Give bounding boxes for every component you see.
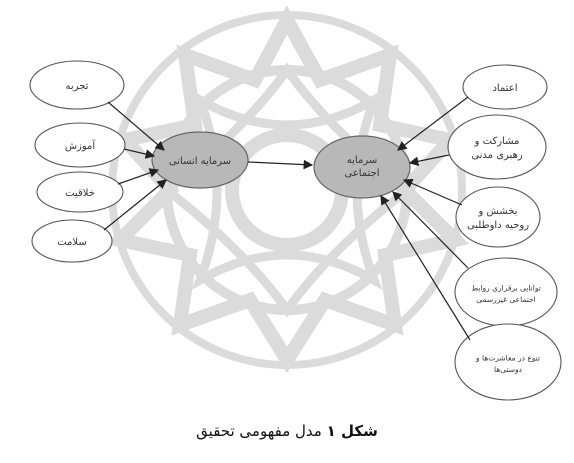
- connector-arrow: [397, 96, 469, 151]
- connector-arrow: [117, 168, 160, 185]
- left-node-label: سلامت: [57, 237, 87, 248]
- left-node-creativity: خلاقیت: [36, 171, 124, 213]
- left-node-experience: تجربه: [29, 60, 125, 110]
- left-node-education: آموزش: [34, 122, 126, 168]
- figure-caption: شکل ۱ مدل مفهومی تحقیق: [0, 422, 574, 440]
- left-node-label: خلاقیت: [65, 188, 95, 199]
- connector-arrow: [103, 179, 167, 231]
- left-node-health: سلامت: [31, 219, 113, 263]
- connector-arrow: [247, 159, 314, 170]
- connector-arrow: [123, 148, 156, 159]
- caption-figure-number: شکل ۱: [326, 422, 378, 440]
- human-capital-node: سرمایه انسانی: [151, 131, 249, 189]
- right-node-label: اعتماد: [492, 83, 517, 94]
- connector-arrow: [380, 194, 471, 341]
- connector-arrow: [408, 154, 450, 167]
- left-node-label: تجربه: [66, 81, 89, 92]
- caption-title: مدل مفهومی تحقیق: [196, 422, 322, 440]
- watermark-pattern: [105, 5, 470, 374]
- connector-arrow: [402, 178, 463, 206]
- right-node-trust: اعتماد: [462, 64, 548, 110]
- left-node-label: آموزش: [65, 139, 97, 152]
- connector-arrow: [392, 191, 469, 269]
- svg-text:سرمایه انسانی: سرمایه انسانی: [169, 156, 231, 167]
- connector-arrow: [107, 101, 165, 151]
